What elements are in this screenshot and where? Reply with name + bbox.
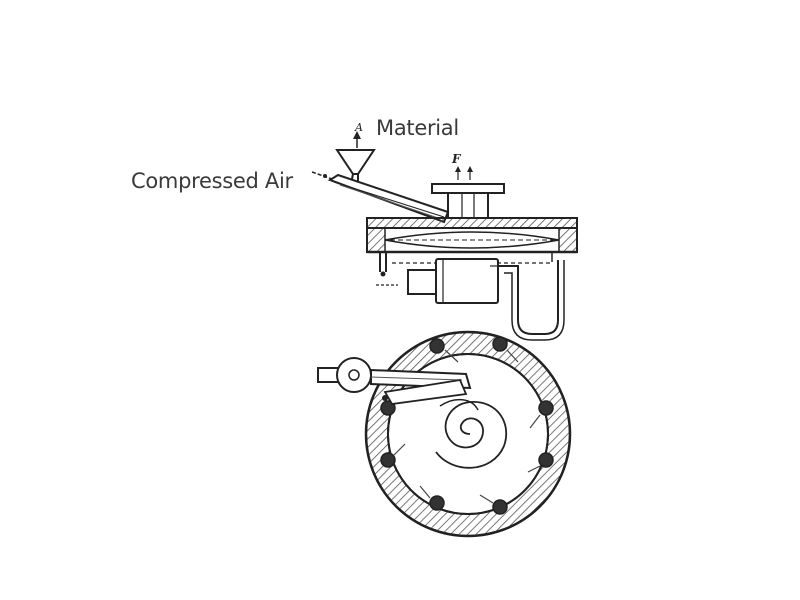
u-tube-manometer [498,252,565,341]
marker-a-label: A [355,121,363,134]
feed-injector [327,173,450,224]
vortex-spiral [435,401,508,469]
nozzle-stub [376,252,398,286]
venturi-injector [317,357,479,411]
material-label: Material [376,116,459,140]
mill-top-plate [366,217,578,229]
feed-arrow [353,131,361,148]
air-inlet-line [311,171,333,180]
plan-view [317,330,572,538]
side-view [311,131,578,341]
grinding-chamber [366,227,578,254]
grinding-nozzles [380,336,554,515]
material-hopper [335,149,376,175]
marker-f-label: F [452,152,461,166]
collector-box [407,258,499,304]
compressed-air-label: Compressed Air [131,169,293,193]
outlet-pipe [431,166,505,218]
